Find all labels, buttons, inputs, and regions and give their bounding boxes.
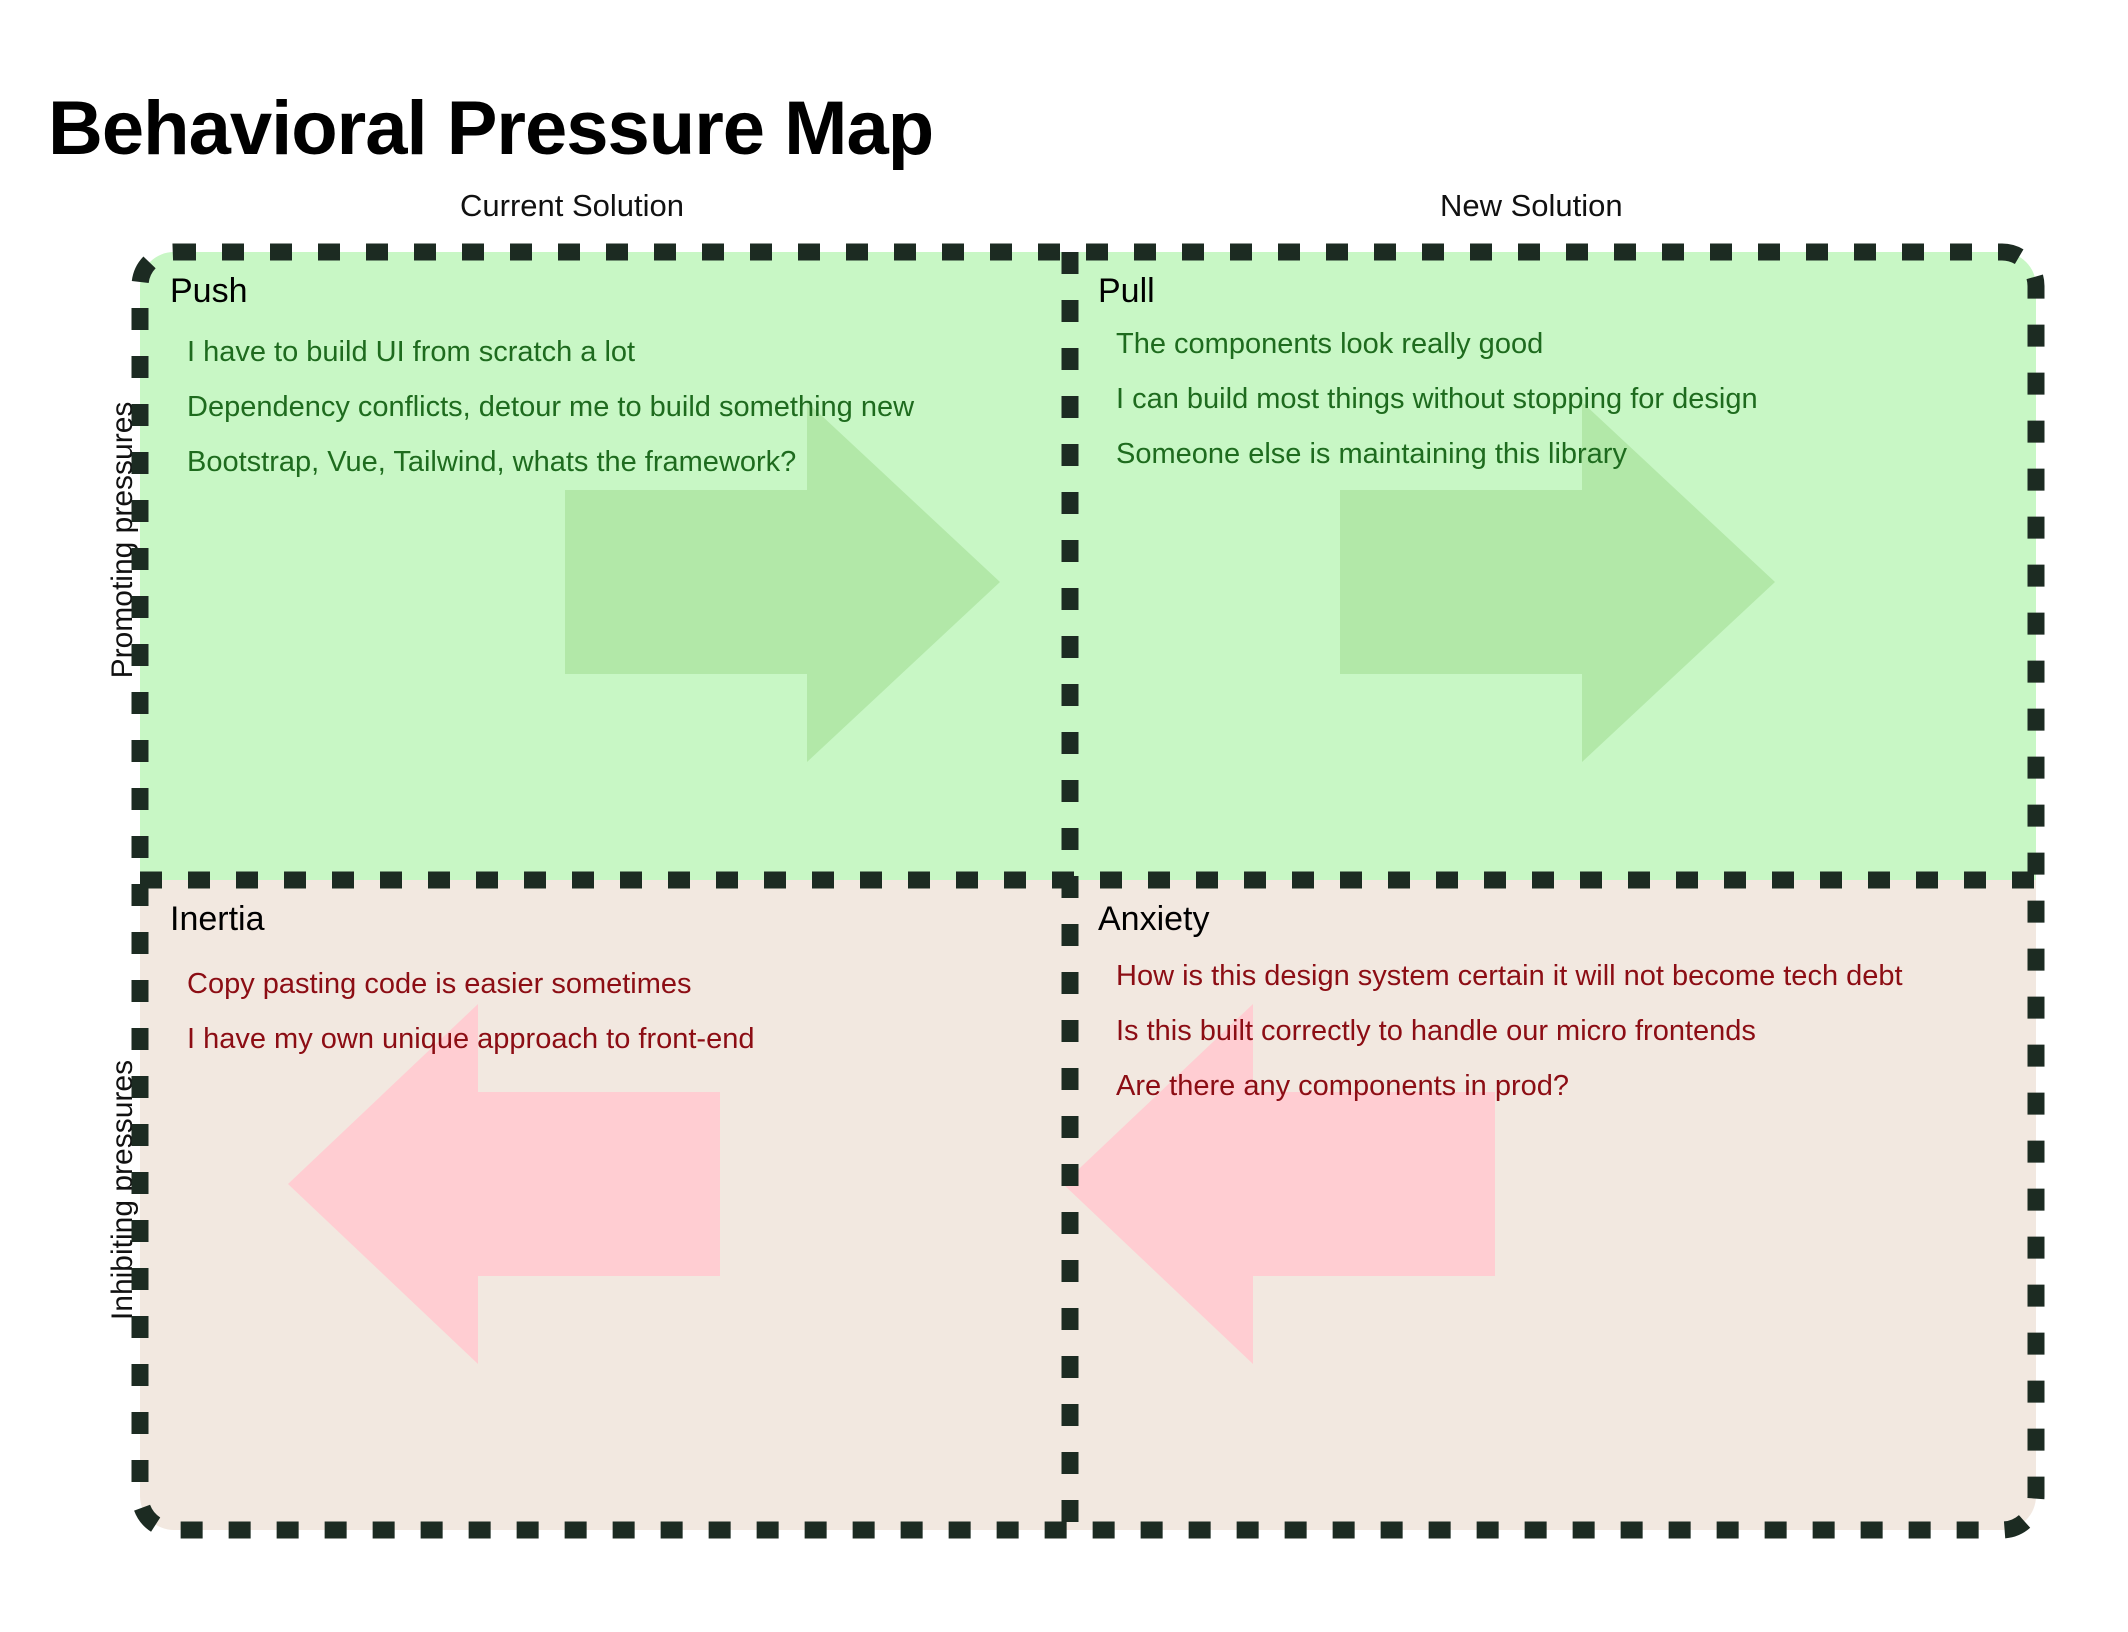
- quadrant-title-push: Push: [170, 272, 248, 310]
- list-item: Are there any components in prod?: [1116, 1070, 1569, 1102]
- pressure-matrix: Push I have to build UI from scratch a l…: [131, 243, 2045, 1539]
- list-item: Is this built correctly to handle our mi…: [1116, 1015, 1756, 1047]
- row-label-inhibiting-pressures: Inhibiting pressures: [106, 1059, 139, 1321]
- quadrant-items-pull: The components look really good I can bu…: [1116, 330, 1758, 495]
- quadrant-items-anxiety: How is this design system certain it wil…: [1116, 962, 1903, 1127]
- quadrant-pull: Pull The components look really good I c…: [1070, 252, 2036, 880]
- quadrant-title-anxiety: Anxiety: [1098, 900, 1210, 938]
- column-header-new-solution: New Solution: [1440, 188, 1623, 223]
- list-item: Copy pasting code is easier sometimes: [187, 968, 692, 1000]
- quadrant-items-push: I have to build UI from scratch a lot De…: [187, 338, 914, 503]
- row-label-promoting-pressures: Promoting pressures: [106, 401, 139, 679]
- quadrant-push: Push I have to build UI from scratch a l…: [140, 252, 1070, 880]
- list-item: I have my own unique approach to front-e…: [187, 1023, 755, 1055]
- list-item: The components look really good: [1116, 328, 1544, 360]
- quadrant-title-inertia: Inertia: [170, 900, 265, 938]
- list-item: How is this design system certain it wil…: [1116, 960, 1903, 992]
- column-header-current-solution: Current Solution: [460, 188, 685, 223]
- quadrant-inertia: Inertia Copy pasting code is easier some…: [140, 880, 1070, 1530]
- page-title: Behavioral Pressure Map: [48, 85, 934, 171]
- quadrant-items-inertia: Copy pasting code is easier sometimes I …: [187, 970, 754, 1080]
- quadrant-title-pull: Pull: [1098, 272, 1155, 310]
- list-item: I have to build UI from scratch a lot: [187, 336, 636, 368]
- list-item: Bootstrap, Vue, Tailwind, whats the fram…: [187, 446, 797, 478]
- list-item: Someone else is maintaining this library: [1116, 438, 1627, 470]
- quadrant-anxiety: Anxiety How is this design system certai…: [1070, 880, 2036, 1530]
- list-item: Dependency conflicts, detour me to build…: [187, 391, 915, 423]
- list-item: I can build most things without stopping…: [1116, 383, 1758, 415]
